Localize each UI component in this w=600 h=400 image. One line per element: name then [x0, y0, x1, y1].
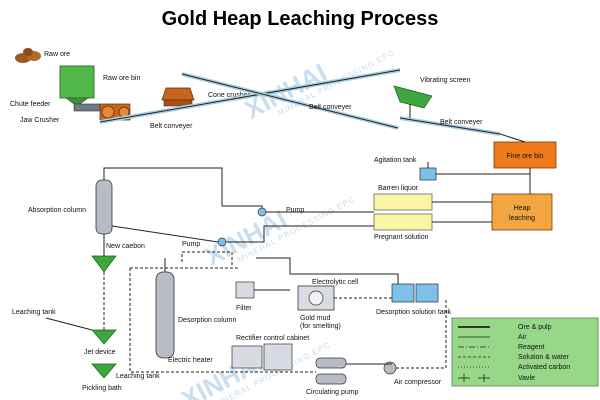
barren-liquor-tank	[373, 193, 433, 211]
electrolytic-cell-icon	[308, 290, 324, 306]
absorption-column-label: Absorption column	[28, 207, 86, 214]
raw-ore-icon	[15, 48, 41, 63]
heap-leaching-label-2: leaching	[509, 215, 535, 222]
chute-feeder	[73, 103, 101, 112]
desorption-column-label: Desorption column	[178, 317, 236, 324]
legend-label-2: Reagent	[518, 344, 545, 351]
electric-heater	[231, 345, 263, 369]
circulating-pump-2	[315, 373, 347, 385]
absorption-column	[95, 179, 113, 235]
raw-ore-bin-label: Raw ore bin	[103, 75, 140, 82]
valve-icon	[458, 374, 490, 382]
new-carbon-label: New caebon	[106, 243, 145, 250]
raw-ore-label: Raw ore	[44, 51, 70, 58]
agitation-tank-label: Agitation tank	[374, 157, 417, 164]
leaching-tank-label-1: Leaching tank	[12, 309, 56, 316]
circulating-pump-1	[315, 357, 347, 369]
electrolytic-cell-label: Electrolytic cell	[312, 279, 359, 286]
raw-ore-bin-hopper	[65, 97, 89, 105]
jet-device	[91, 329, 117, 345]
jaw-crusher-label: Jaw Crusher	[20, 117, 60, 124]
belt-conveyer-label-2: Belt conveyer	[309, 104, 352, 111]
desorption-solution-tank-1	[391, 283, 415, 303]
gold-mud-label-1: Gold mud	[300, 315, 330, 322]
chute-feeder-label: Chute feeder	[10, 101, 51, 108]
pump-label-2: Pump	[182, 241, 200, 248]
legend-label-5: Vavle	[518, 375, 535, 382]
rectifier-label: Rectifier control cabinet	[236, 335, 309, 342]
legend-label-0: Ore & pulp	[518, 324, 552, 331]
heap-leaching-label-1: Heap	[514, 205, 531, 212]
desorption-column	[155, 271, 175, 359]
filter-label: Filter	[236, 305, 252, 312]
fine-ore-bin	[493, 141, 557, 169]
desorption-solution-tank-2	[415, 283, 439, 303]
legend: Ore & pulp Air Reagent Solution & water …	[451, 317, 599, 387]
pump-icon-1	[257, 207, 267, 217]
pump-icon-2	[217, 237, 227, 247]
diagram-title: Gold Heap Leaching Process	[162, 8, 439, 30]
pregnant-solution-label: Pregnant solution	[374, 234, 429, 241]
fine-ore-bin-label: Fine ore bin	[507, 153, 544, 160]
new-carbon-funnel	[91, 255, 117, 273]
leaching-tank-label-2: Leaching tank	[116, 373, 160, 380]
legend-box	[451, 317, 599, 387]
barren-liquor-label: Barren liquor	[378, 185, 419, 192]
electric-heater-label: Electric heater	[168, 357, 213, 364]
pump-label-1: Pump	[286, 207, 304, 214]
gold-mud-label-2: (for smelting)	[300, 323, 341, 330]
vibrating-screen	[393, 85, 433, 109]
belt-conveyer-lines	[99, 68, 501, 136]
cone-crusher	[161, 87, 195, 107]
leaching-tank-2	[91, 363, 117, 379]
desorption-solution-tank-label: Desorption solution tank	[376, 309, 452, 316]
air-compressor-label: Air compressor	[394, 379, 442, 386]
rectifier-control-cabinet	[263, 343, 293, 371]
jet-device-label: Jet device	[84, 349, 116, 356]
vibrating-screen-label: Vibrating screen	[420, 77, 471, 84]
filter	[235, 281, 255, 299]
agitation-tank	[419, 167, 437, 181]
heap-leaching	[491, 193, 553, 231]
legend-label-1: Air	[518, 334, 527, 341]
belt-conveyer-label-3: Belt conveyer	[440, 119, 483, 126]
pregnant-solution-tank	[373, 213, 433, 231]
cone-crusher-label: Cone crusher	[208, 92, 251, 99]
legend-label-3: Solution & water	[518, 354, 570, 361]
raw-ore-bin	[59, 65, 95, 99]
circulating-pump-label: Circulating pump	[306, 389, 359, 396]
pickling-bath-label: Pickling bath	[82, 385, 122, 392]
belt-conveyer-label-1: Belt conveyer	[150, 123, 193, 130]
legend-label-4: Activated carbon	[518, 364, 570, 371]
